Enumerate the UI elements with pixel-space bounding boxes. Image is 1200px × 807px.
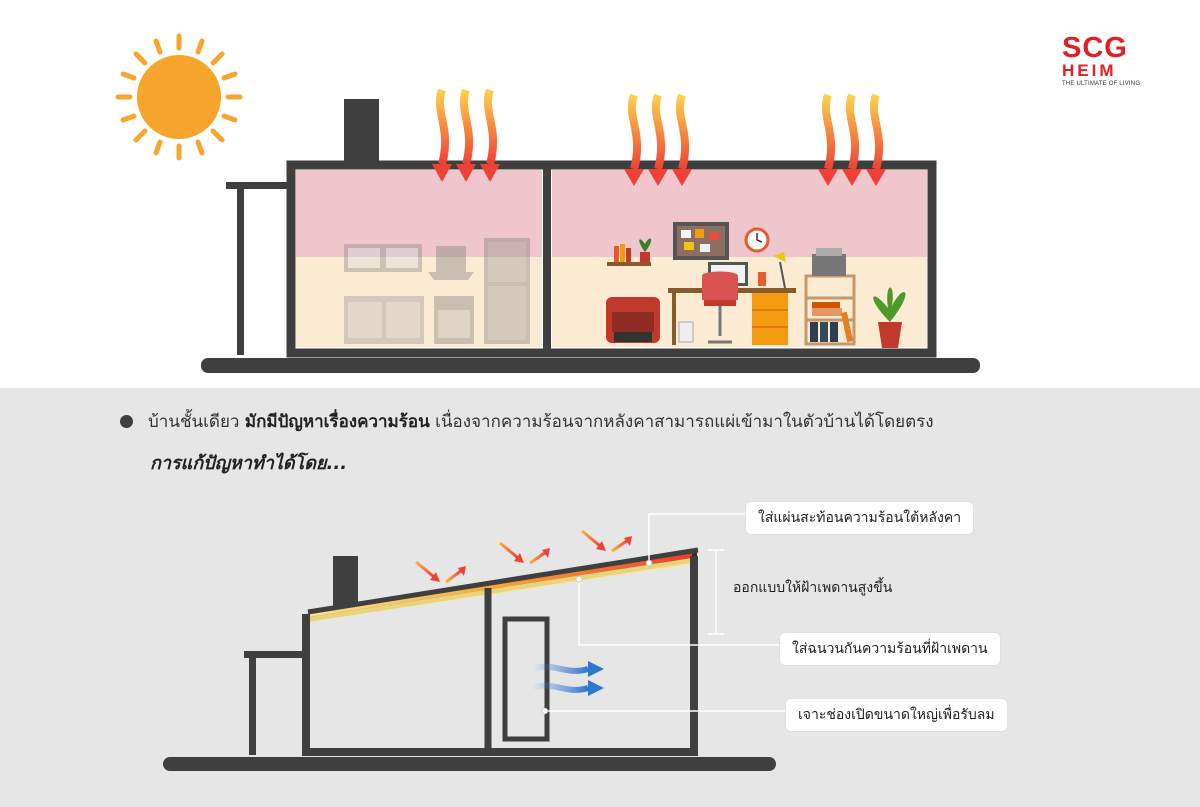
interior-left <box>296 257 542 347</box>
description-part1: บ้านชั้นเดียว <box>148 412 245 432</box>
callout-large-openings: เจาะช่องเปิดขนาดใหญ่เพื่อรับลม <box>786 699 1007 731</box>
house-top <box>201 88 980 373</box>
wind-arrow-icon <box>531 661 604 696</box>
heat-arrow-icon <box>435 88 884 171</box>
hot-zone-left <box>296 170 542 257</box>
brand-logo: SCG HEIM THE ULTIMATE OF LIVING <box>1062 34 1162 89</box>
large-opening <box>502 616 550 742</box>
solution-intro: การแก้ปัญหาทำได้โดย... <box>150 453 348 474</box>
kitchen <box>344 238 530 344</box>
description-part2: เนื่องจากความร้อนจากหลังคาสามารถแผ่เข้าม… <box>429 412 934 432</box>
ground-top <box>201 358 980 373</box>
sun-icon <box>115 33 243 161</box>
office <box>606 222 906 348</box>
logo-brand: SCG <box>1062 32 1128 64</box>
bottom-section <box>0 388 1200 807</box>
ground-bottom <box>163 757 776 771</box>
description-bold: มักมีปัญหาเรื่องความร้อน <box>244 412 430 432</box>
callout-ceiling-insulation: ใส่ฉนวนกันความร้อนที่ฝ้าเพดาน <box>780 633 1000 665</box>
callout-reflective-sheet: ใส่แผ่นสะท้อนความร้อนใต้หลังคา <box>746 502 974 534</box>
label-high-ceiling: ออกแบบให้ฝ้าเพดานสูงขึ้น <box>733 580 893 596</box>
logo-sub: HEIM <box>1062 61 1117 80</box>
chimney-bottom <box>333 556 358 608</box>
reflective-sheet <box>309 553 692 617</box>
house-bottom <box>163 513 786 771</box>
chimney <box>344 99 379 165</box>
description-line: บ้านชั้นเดียว มักมีปัญหาเรื่องความร้อน เ… <box>148 408 934 435</box>
hot-zone-right <box>552 170 927 257</box>
bullet-icon <box>120 415 133 428</box>
logo-tagline: THE ULTIMATE OF LIVING <box>1062 81 1141 87</box>
reflected-heat-arrows <box>415 529 629 584</box>
